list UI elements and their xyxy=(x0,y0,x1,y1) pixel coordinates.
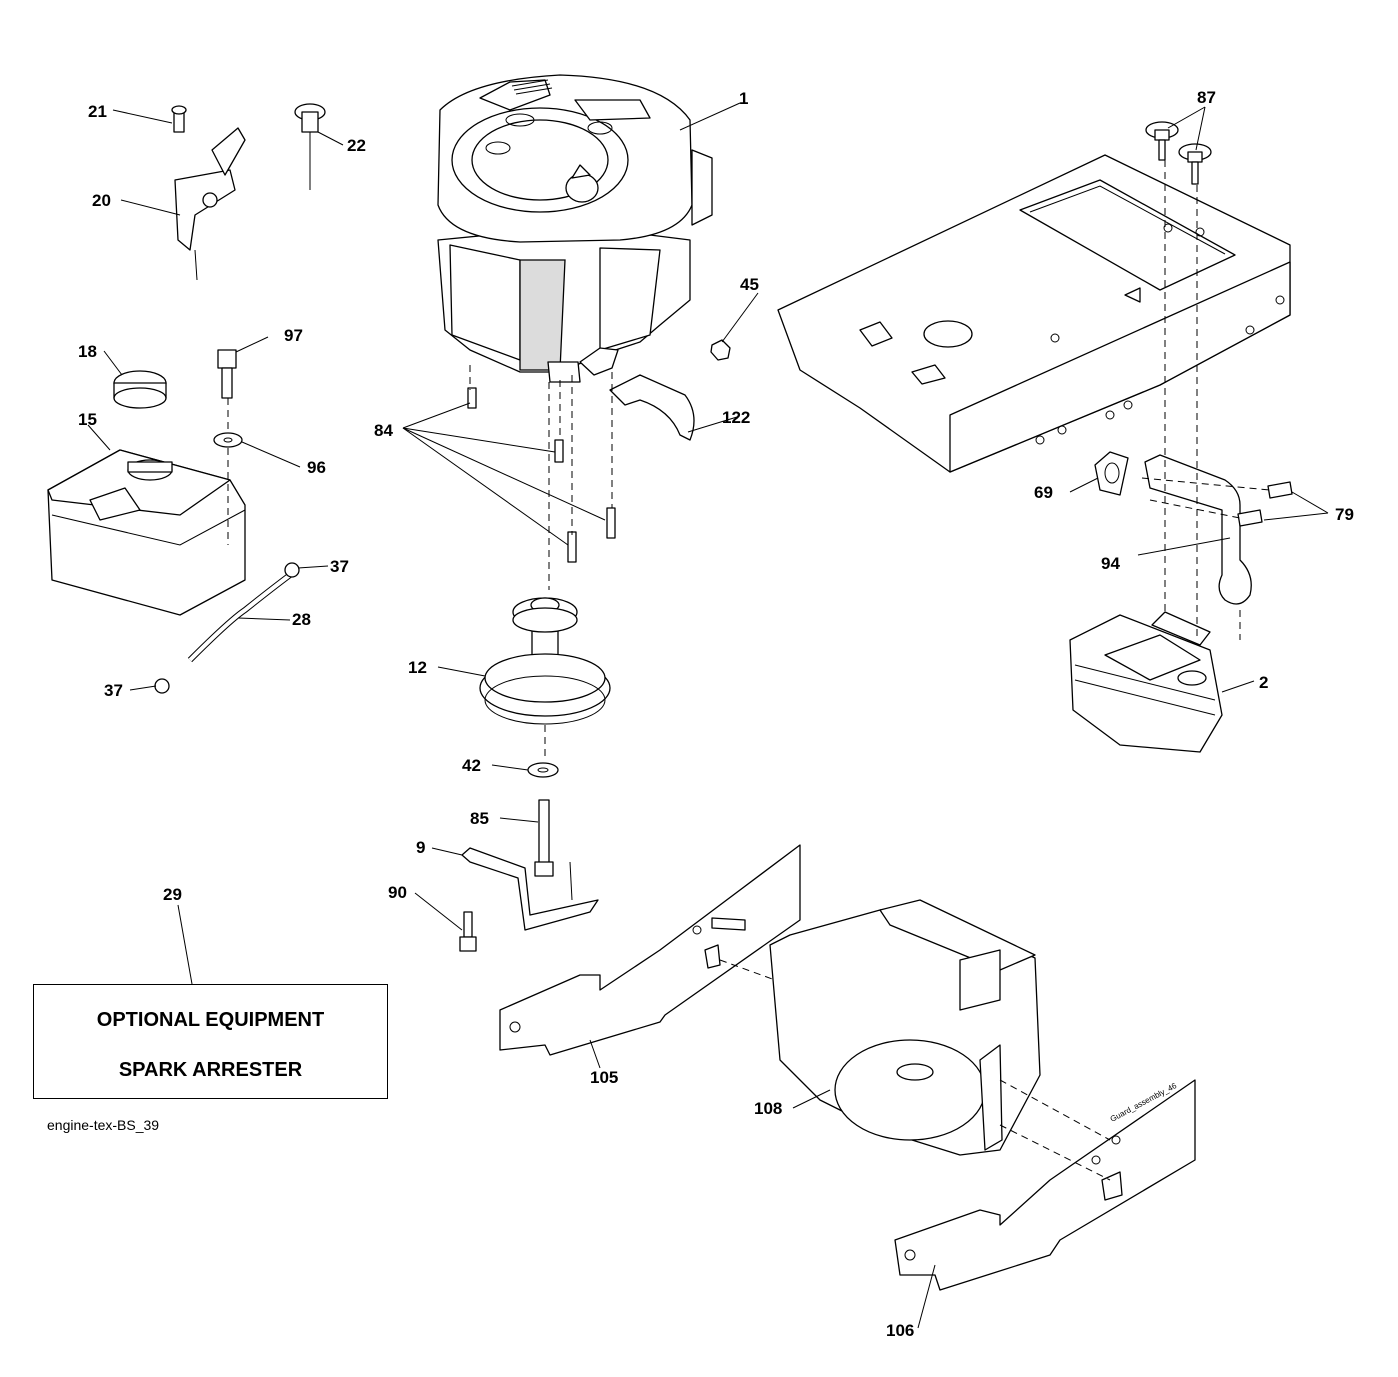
throttle-control-part xyxy=(171,105,246,281)
exhaust-pipe-part xyxy=(1094,451,1293,605)
callout-15: 15 xyxy=(78,410,97,429)
callout-20: 20 xyxy=(92,191,111,210)
callout-42: 42 xyxy=(462,756,481,775)
callout-45: 45 xyxy=(740,275,759,294)
callout-9: 9 xyxy=(416,838,425,857)
callout-37-bottom: 37 xyxy=(104,681,123,700)
leader-lines xyxy=(87,102,1329,1329)
optional-equipment-box: OPTIONAL EQUIPMENT SPARK ARRESTER xyxy=(33,984,388,1099)
callout-85: 85 xyxy=(470,809,489,828)
bolt-85-part xyxy=(534,799,554,877)
callout-122: 122 xyxy=(722,408,750,427)
muffler-part xyxy=(1069,611,1223,753)
plate-106-part xyxy=(894,1079,1196,1291)
callout-79: 79 xyxy=(1335,505,1354,524)
heat-shield-part xyxy=(609,374,695,441)
callout-90: 90 xyxy=(388,883,407,902)
callout-87: 87 xyxy=(1197,88,1216,107)
callout-106: 106 xyxy=(886,1321,914,1340)
washer-42-part xyxy=(527,762,559,778)
guard-108-part xyxy=(769,899,1041,1156)
bolt-87-part xyxy=(1145,121,1212,185)
callout-labels: 1 87 21 22 20 45 97 18 15 84 122 96 69 7… xyxy=(78,88,1354,1340)
callout-108: 108 xyxy=(754,1099,782,1118)
callout-94: 94 xyxy=(1101,554,1120,573)
callout-22: 22 xyxy=(347,136,366,155)
callout-69: 69 xyxy=(1034,483,1053,502)
note-line-1: OPTIONAL EQUIPMENT xyxy=(96,1009,325,1031)
callout-12: 12 xyxy=(408,658,427,677)
pulley-part xyxy=(479,597,611,725)
callout-84: 84 xyxy=(374,421,393,440)
callout-96: 96 xyxy=(307,458,326,477)
callout-97: 97 xyxy=(284,326,303,345)
callout-1: 1 xyxy=(739,89,748,108)
choke-knob-part xyxy=(294,103,326,190)
bracket-9-part xyxy=(461,847,599,931)
bolt-97-part xyxy=(213,349,243,448)
callout-105: 105 xyxy=(590,1068,618,1087)
assembly-lines xyxy=(227,160,1271,1181)
engine-part xyxy=(437,74,713,383)
note-line-2: SPARK ARRESTER xyxy=(118,1059,303,1081)
frame-plate-part xyxy=(777,154,1291,473)
bolt-90-part xyxy=(459,911,477,952)
fuel-line-part xyxy=(154,562,300,694)
callout-37-top: 37 xyxy=(330,557,349,576)
callout-18: 18 xyxy=(78,342,97,361)
callout-29: 29 xyxy=(163,885,182,904)
fuel-tank-part xyxy=(47,449,246,616)
callout-28: 28 xyxy=(292,610,311,629)
nut-45-part xyxy=(710,339,731,361)
diagram-file-label: engine-tex-BS_39 xyxy=(47,1117,160,1133)
plate-105-part xyxy=(499,844,801,1056)
callout-2: 2 xyxy=(1259,673,1268,692)
bolt-84-part xyxy=(467,387,616,563)
fuel-cap-part xyxy=(113,370,167,409)
callout-21: 21 xyxy=(88,102,107,121)
